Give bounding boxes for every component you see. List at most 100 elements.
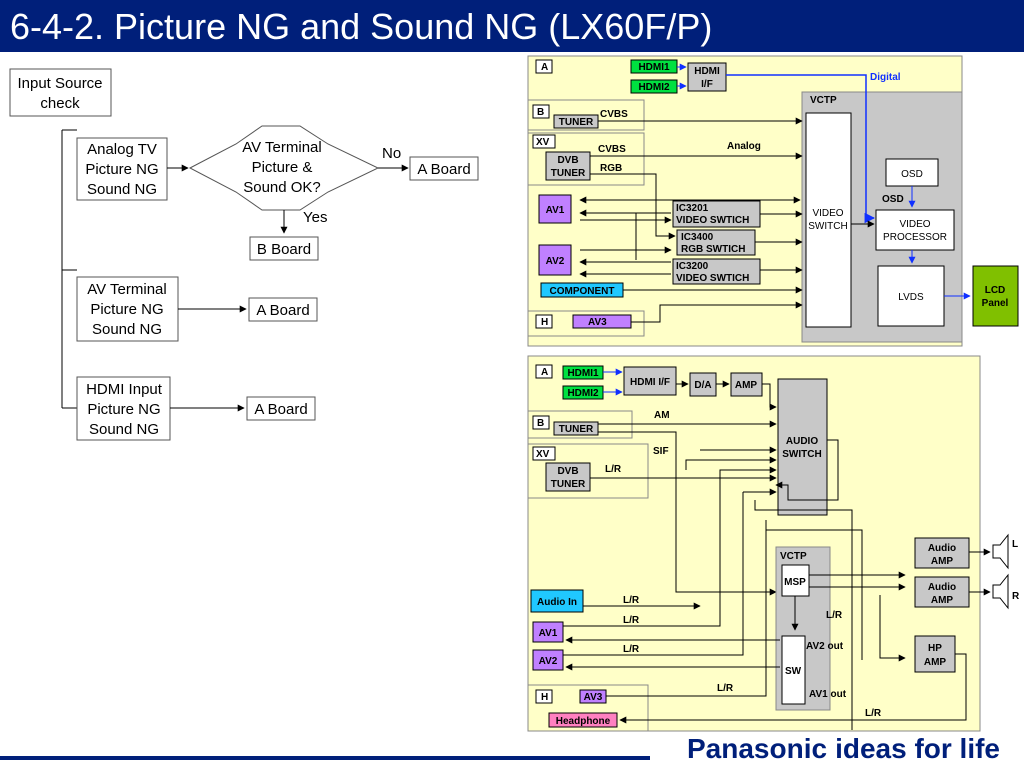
video-av2-box — [538, 244, 572, 276]
audio-lr-label-4: L/R — [717, 683, 734, 694]
hdmi-input-label-2: Picture NG — [87, 401, 160, 418]
audio-dvb-label-2: TUNER — [551, 479, 586, 490]
audio-dvb-label-1: DVB — [557, 466, 578, 477]
osd-box — [885, 158, 939, 187]
audio-dvb-tuner-box — [545, 462, 591, 492]
flowchart: Input Source check Analog TV Picture NG … — [9, 68, 479, 441]
osd-box-label: OSD — [901, 169, 923, 180]
audio-switch-box — [777, 378, 828, 516]
audio-lr-label-2: L/R — [623, 615, 640, 626]
audio-amp-right-label-1: Audio — [928, 582, 956, 593]
audio-board-a-label: A — [541, 367, 548, 378]
headphone-label: Headphone — [556, 716, 611, 727]
video-board-a-label: A — [541, 62, 548, 73]
av-terminal-box — [76, 276, 179, 342]
footer-rule — [0, 756, 650, 760]
a-board-box-1 — [409, 156, 479, 181]
start-label-2: check — [40, 95, 80, 112]
digital-label: Digital — [870, 72, 901, 83]
audio-amp-right-label-2: AMP — [931, 595, 954, 606]
audio-switch-label-1: AUDIO — [786, 436, 818, 447]
audio-in-box — [530, 589, 584, 613]
ic3400-label-1: IC3400 — [681, 232, 714, 243]
speaker-right-label: R — [1012, 591, 1020, 602]
video-analog-label: Analog — [727, 141, 761, 152]
hdmi-input-label-3: Sound NG — [89, 421, 159, 438]
audio-amp-left-box — [914, 537, 970, 569]
a-board-label-3: A Board — [254, 401, 307, 418]
av-terminal-label-2: Picture NG — [90, 301, 163, 318]
video-cvbs-label-1: CVBS — [600, 109, 628, 120]
audio-lr-label-3: L/R — [623, 644, 640, 655]
speaker-left-icon — [992, 533, 1009, 570]
av2-out-label: AV2 out — [806, 641, 844, 652]
sw-label: SW — [785, 666, 802, 677]
audio-amp-left-label-2: AMP — [931, 556, 954, 567]
decision-label-3: Sound OK? — [243, 179, 321, 196]
brand-name: Panasonic — [687, 733, 828, 764]
ic3200-box — [672, 258, 761, 285]
headphone-box — [548, 712, 618, 728]
video-av2-label: AV2 — [546, 256, 565, 267]
video-hdmi-if-label-2: I/F — [701, 79, 713, 90]
video-switch-box — [805, 112, 852, 328]
page-title: 6-4-2. Picture NG and Sound NG (LX60F/P) — [10, 6, 713, 47]
audio-av3-label: AV3 — [584, 692, 603, 703]
a-board-box-2 — [248, 297, 318, 322]
a-board-label-2: A Board — [256, 302, 309, 319]
av-terminal-label-1: AV Terminal — [87, 281, 166, 298]
audio-hdmi-if-box — [623, 366, 677, 396]
title-bar: 6-4-2. Picture NG and Sound NG (LX60F/P) — [0, 0, 1024, 52]
audio-vctp-label: VCTP — [780, 551, 807, 562]
video-hdmi2-label: HDMI2 — [638, 82, 670, 93]
audio-amp-right-box — [914, 576, 970, 608]
hdmi-input-box — [76, 376, 171, 441]
audio-av2-box — [532, 649, 564, 671]
a-board-box-3 — [246, 396, 316, 421]
video-board-b-label: B — [537, 107, 544, 118]
audio-av1-label: AV1 — [539, 628, 558, 639]
ic3201-label-2: VIDEO SWTICH — [676, 215, 749, 226]
amp-label: AMP — [735, 380, 758, 391]
da-label: D/A — [694, 380, 711, 391]
audio-amp-left-label-1: Audio — [928, 543, 956, 554]
yes-label: Yes — [303, 209, 327, 226]
video-av1-label: AV1 — [546, 205, 565, 216]
video-dvb-tuner-box — [545, 151, 591, 181]
audio-hdmi1-label: HDMI1 — [567, 368, 599, 379]
audio-av1-box — [532, 621, 564, 643]
component-label: COMPONENT — [550, 286, 615, 297]
no-label: No — [382, 145, 401, 162]
start-label-1: Input Source — [17, 75, 102, 92]
lvds-label: LVDS — [898, 292, 924, 303]
analog-tv-box — [76, 137, 168, 201]
video-processor-label-2: PROCESSOR — [883, 232, 947, 243]
video-vctp-label: VCTP — [810, 95, 837, 106]
audio-lr-label-1: L/R — [623, 595, 640, 606]
audio-hdmi2-label: HDMI2 — [567, 388, 599, 399]
audio-switch-label-2: SWITCH — [782, 449, 821, 460]
ic3400-box — [676, 229, 756, 256]
video-hdmi-if-label-1: HDMI — [694, 66, 720, 77]
video-switch-label-2: SWITCH — [808, 221, 847, 232]
analog-tv-label-1: Analog TV — [87, 141, 157, 158]
ic3201-label-1: IC3201 — [676, 203, 709, 214]
audio-in-label: Audio In — [537, 597, 577, 608]
audio-board-xv-label: XV — [536, 449, 550, 460]
video-av3-label: AV3 — [588, 317, 607, 328]
av-terminal-label-3: Sound NG — [92, 321, 162, 338]
msp-label: MSP — [784, 577, 806, 588]
start-box — [9, 68, 112, 117]
b-board-label: B Board — [257, 241, 311, 258]
sif-label: SIF — [653, 446, 669, 457]
lcd-panel-label-1: LCD — [985, 285, 1006, 296]
video-diagram: A B XV H VCTP VIDEO SWITCH OSD OSD VIDEO… — [527, 55, 1019, 347]
video-hdmi-if-box — [687, 62, 727, 92]
lcd-panel-label-2: Panel — [982, 298, 1009, 309]
ic3200-label-2: VIDEO SWTICH — [676, 273, 749, 284]
osd-label: OSD — [882, 194, 904, 205]
audio-av2-label: AV2 — [539, 656, 558, 667]
ic3200-label-1: IC3200 — [676, 261, 709, 272]
